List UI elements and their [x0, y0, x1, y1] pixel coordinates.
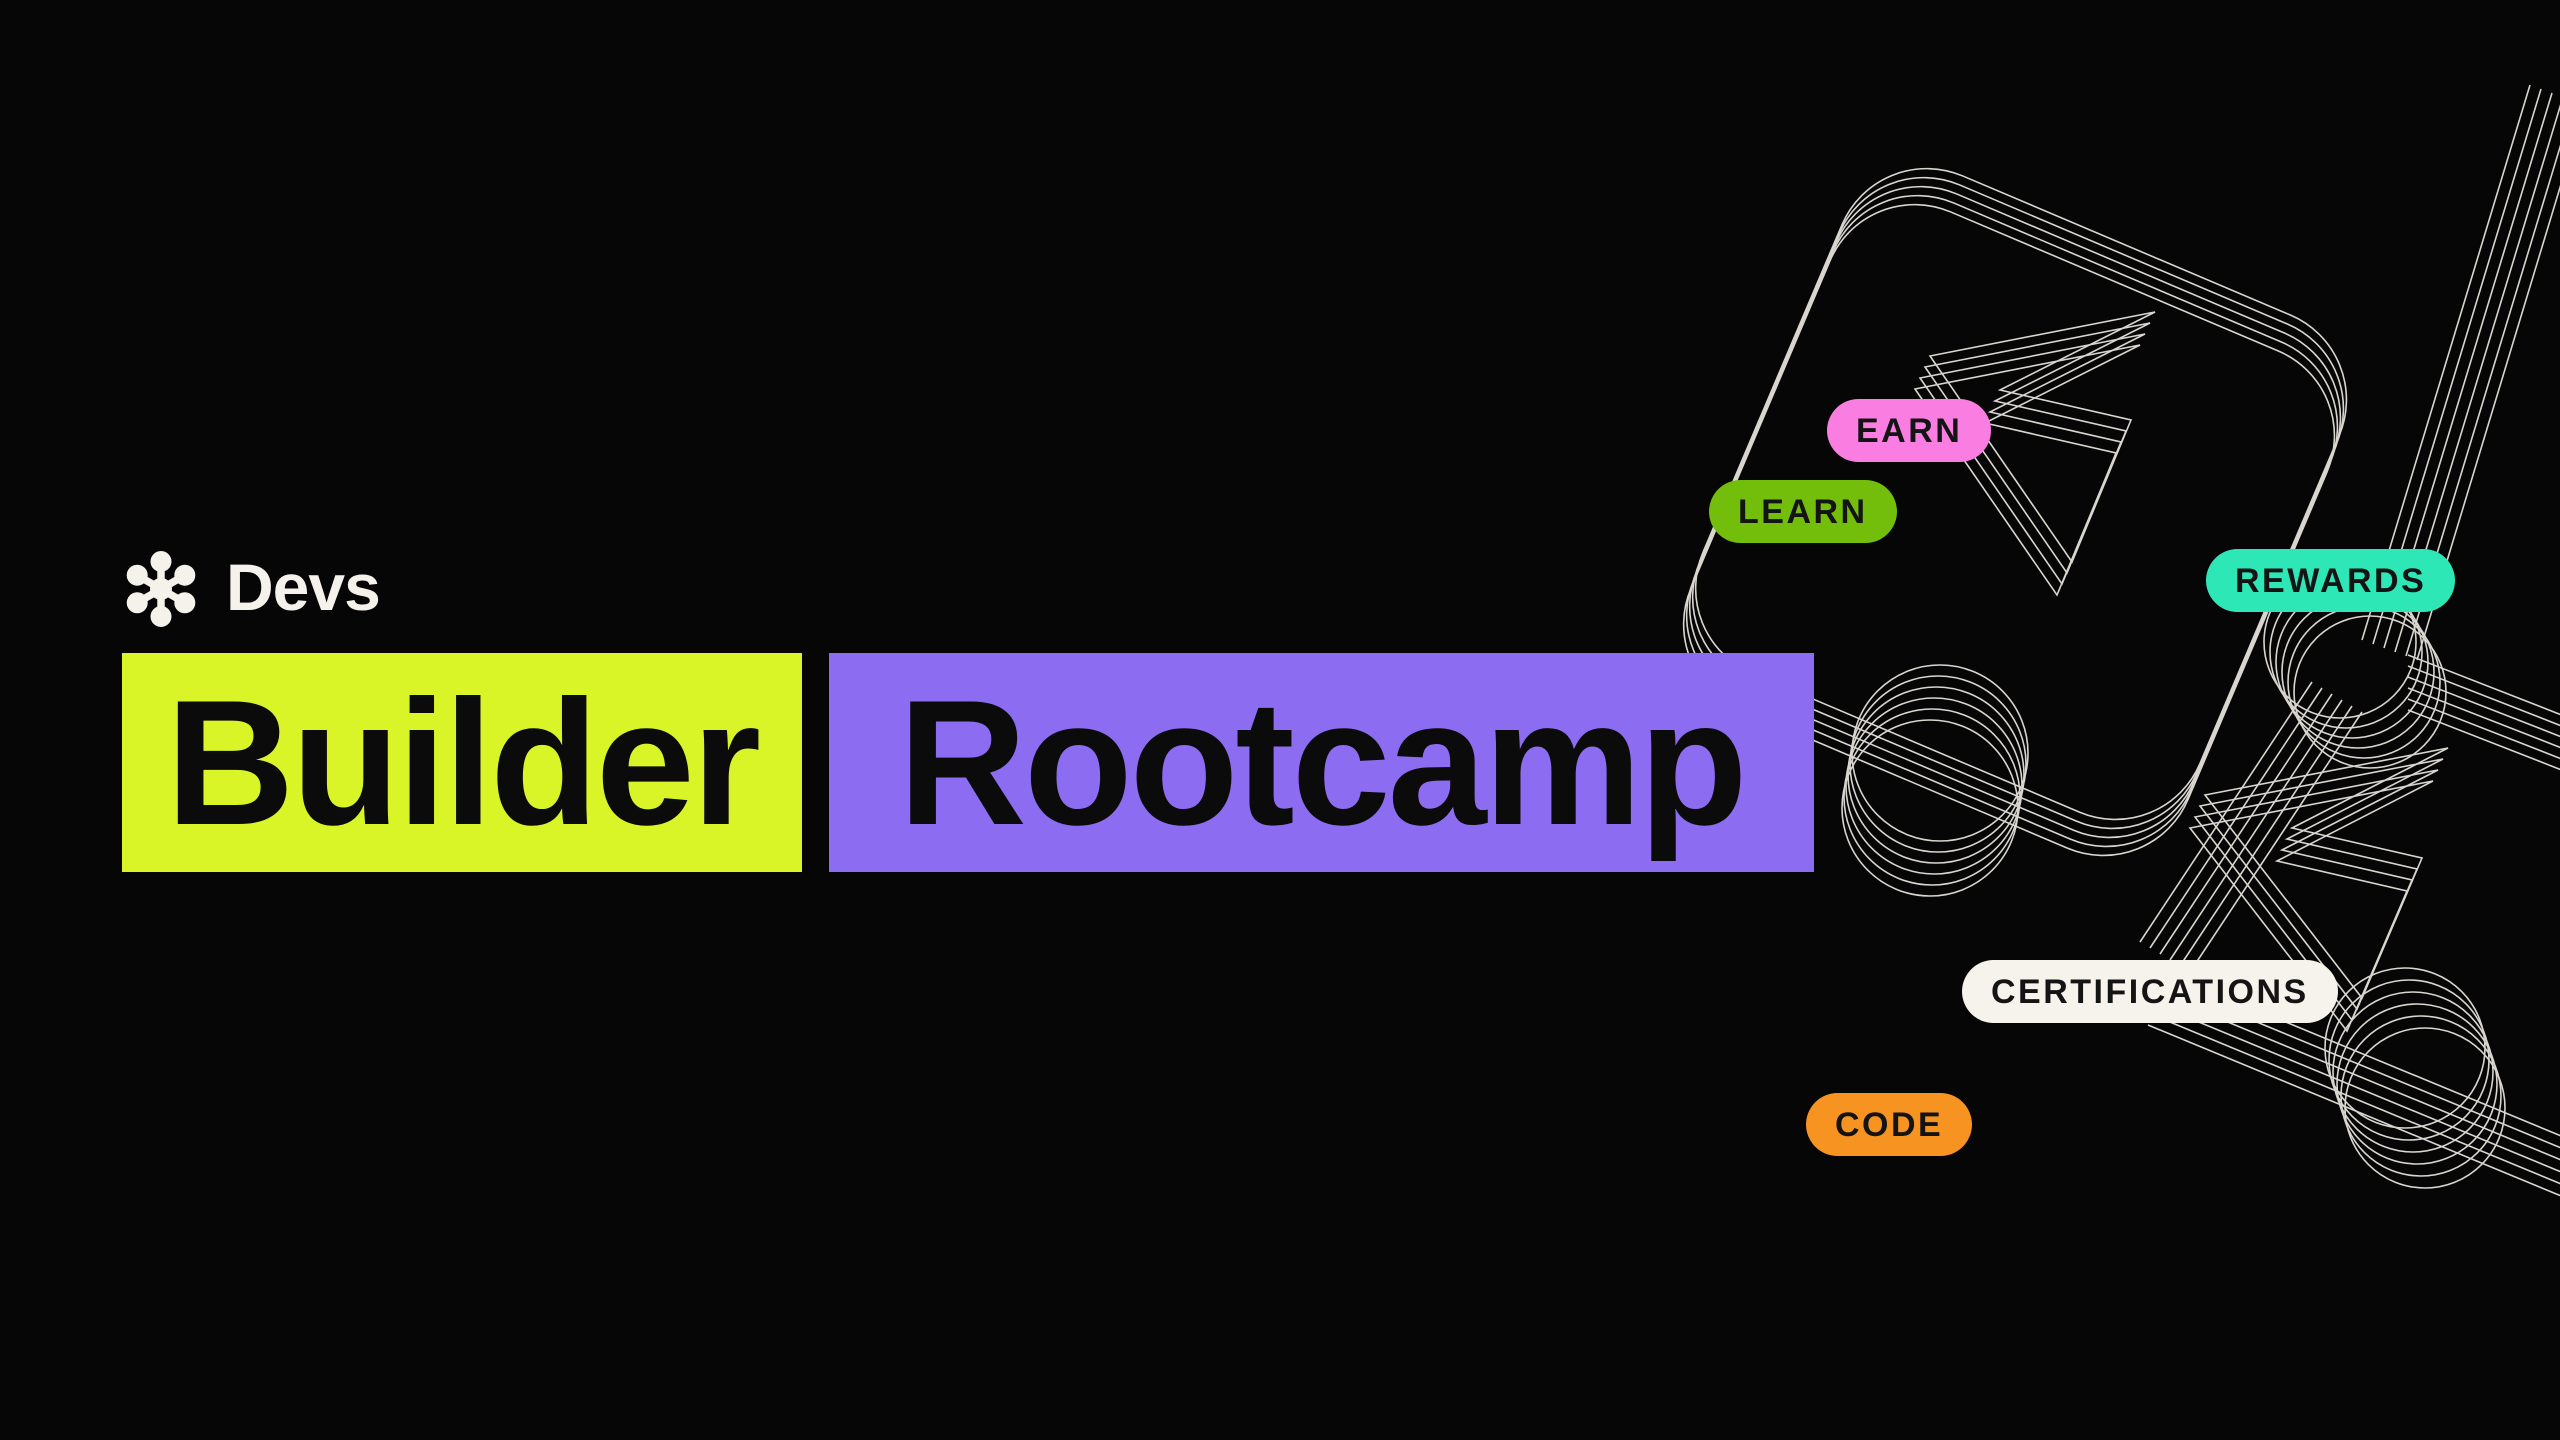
- puzzle-knob: [2324, 967, 2506, 1189]
- tag-certifications: CERTIFICATIONS: [1962, 960, 2338, 1023]
- puzzle-piece-bottom: [2139, 84, 2560, 1211]
- tag-learn: LEARN: [1709, 480, 1897, 543]
- headline-word-builder: Builder: [122, 653, 802, 872]
- rootstock-nodes-icon: [126, 551, 196, 627]
- tag-earn: EARN: [1827, 399, 1992, 462]
- brand-label: Devs: [226, 550, 381, 624]
- puzzle-knob: [1841, 664, 2029, 897]
- puzzle-edge: [2407, 654, 2560, 784]
- brand: Devs: [122, 546, 381, 628]
- tag-code: CODE: [1806, 1093, 1973, 1156]
- headline: Builder Rootcamp: [122, 653, 1814, 872]
- headline-word-rootcamp: Rootcamp: [829, 653, 1814, 872]
- tag-rewards: REWARDS: [2206, 549, 2456, 612]
